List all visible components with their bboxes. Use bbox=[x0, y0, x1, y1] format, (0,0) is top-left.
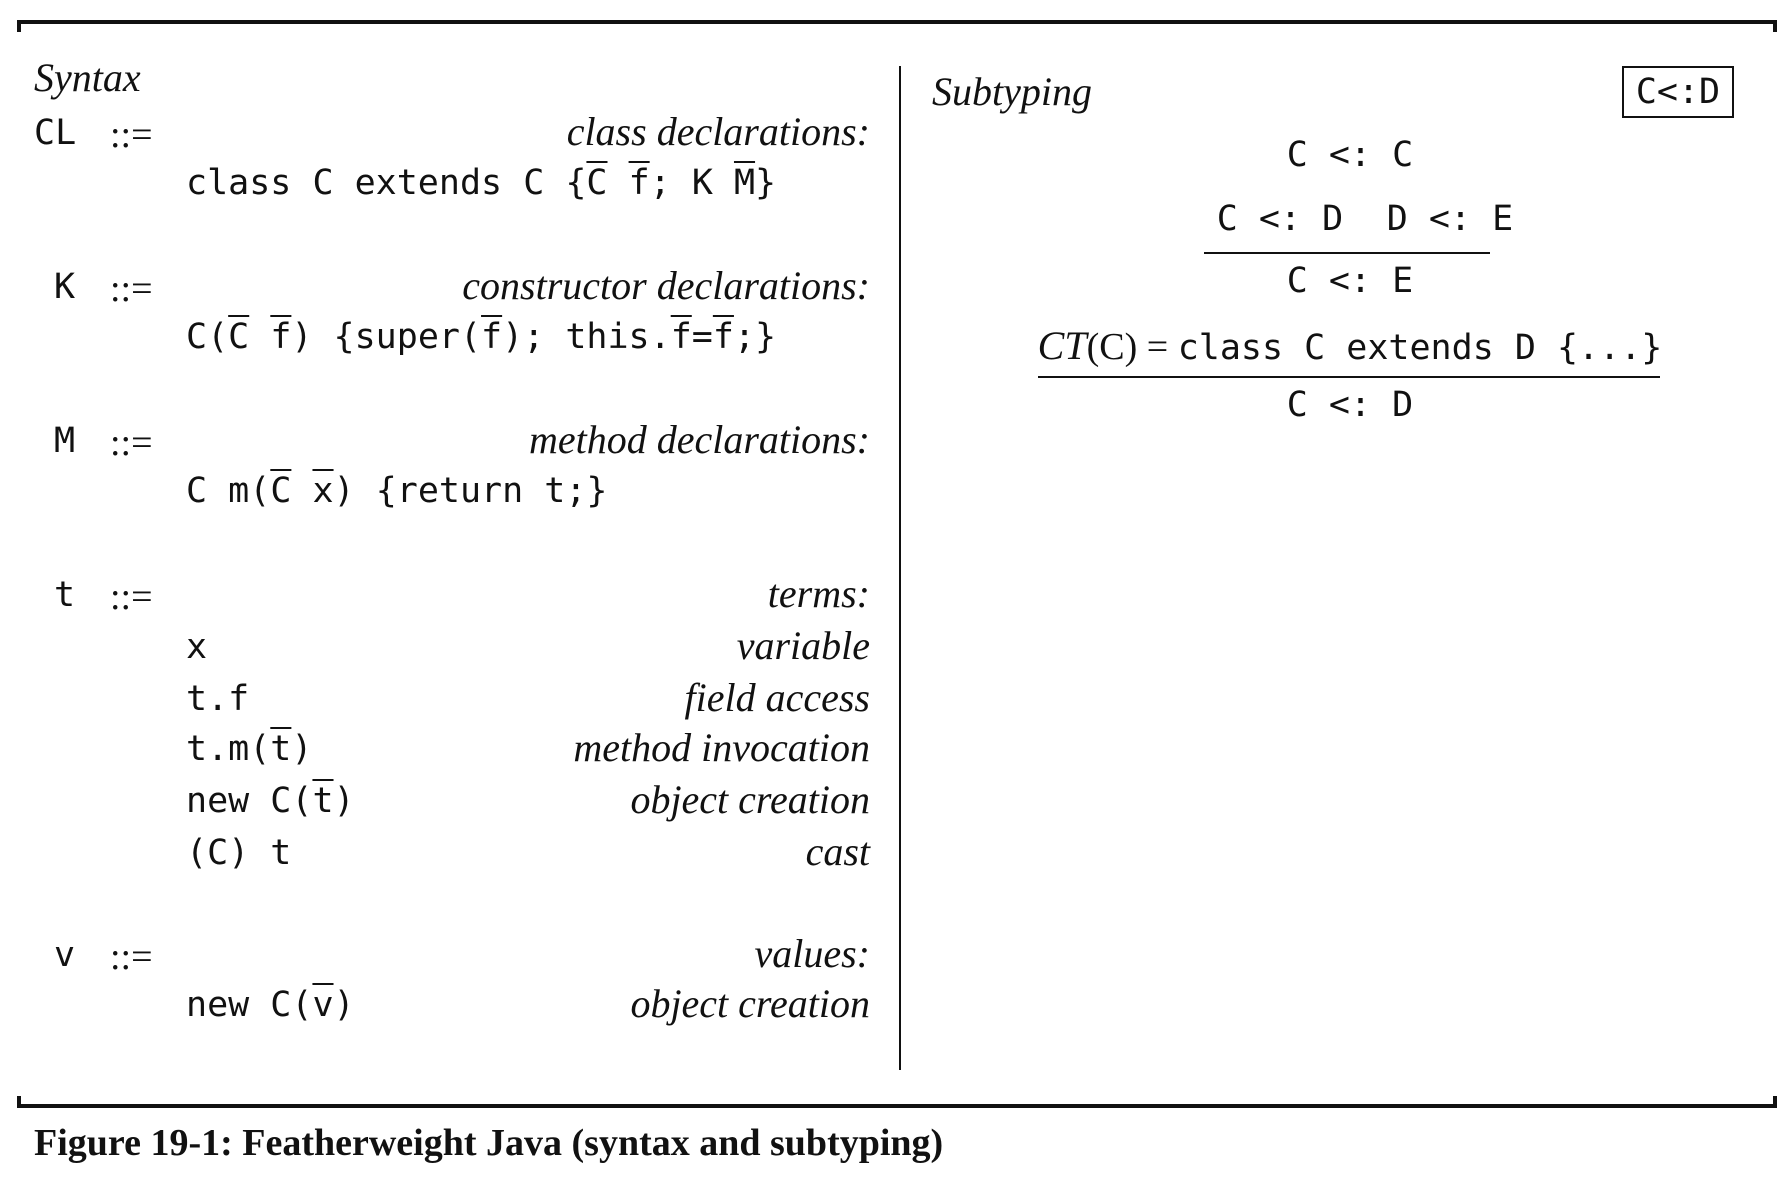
production-op: ::= bbox=[110, 268, 153, 310]
production-op: ::= bbox=[110, 936, 153, 978]
column-divider bbox=[899, 66, 901, 1070]
description-class-declarations: class declarations: bbox=[566, 109, 870, 154]
term-field-access: t.f bbox=[186, 679, 250, 719]
value-object-creation: new C(v) bbox=[186, 985, 355, 1025]
term-method-invocation: t.m(t) bbox=[186, 729, 313, 769]
nonterminal-m: M bbox=[54, 421, 76, 461]
rhs-method-declaration: C m(C x) {return t;} bbox=[186, 471, 608, 511]
judgment-box: C<:D bbox=[1622, 66, 1734, 118]
rhs-constructor-declaration: C(C f) {super(f); this.f=f;} bbox=[186, 317, 777, 357]
term-object-creation: new C(t) bbox=[186, 781, 355, 821]
rule-reflexivity-conclusion: C <: C bbox=[1286, 135, 1414, 175]
production-op: ::= bbox=[110, 576, 153, 618]
rule-transitivity-inference-line bbox=[1204, 252, 1490, 254]
label-variable: variable bbox=[736, 623, 870, 668]
rule-classtable-conclusion: C <: D bbox=[1286, 385, 1414, 425]
figure-frame-top bbox=[17, 20, 1777, 32]
nonterminal-k: K bbox=[54, 267, 76, 307]
label-field-access: field access bbox=[684, 675, 871, 720]
subtyping-title: Subtyping bbox=[932, 69, 1092, 114]
description-terms: terms: bbox=[767, 571, 870, 616]
production-op: ::= bbox=[110, 114, 153, 156]
rule-classtable-inference-line bbox=[1038, 376, 1660, 378]
description-method-declarations: method declarations: bbox=[528, 417, 870, 462]
figure-frame-bottom bbox=[17, 1096, 1777, 1108]
description-constructor-declarations: constructor declarations: bbox=[462, 263, 870, 308]
description-values: values: bbox=[754, 931, 870, 976]
nonterminal-cl: CL bbox=[34, 113, 77, 153]
rule-classtable-premise: CT(C) = class C extends D {...} bbox=[1037, 323, 1663, 368]
rule-transitivity-conclusion: C <: E bbox=[1286, 261, 1414, 301]
term-variable: x bbox=[186, 627, 208, 667]
label-object-creation: object creation bbox=[630, 777, 870, 822]
nonterminal-t: t bbox=[54, 575, 76, 615]
term-cast: (C) t bbox=[186, 833, 292, 873]
rule-transitivity-premise-1: C <: D bbox=[1216, 199, 1344, 239]
label-cast: cast bbox=[805, 829, 870, 874]
syntax-title: Syntax bbox=[34, 55, 141, 100]
production-op: ::= bbox=[110, 422, 153, 464]
figure-caption: Figure 19-1: Featherweight Java (syntax … bbox=[34, 1122, 944, 1164]
label-value-object-creation: object creation bbox=[630, 981, 870, 1026]
rule-transitivity-premise-2: D <: E bbox=[1386, 199, 1514, 239]
label-method-invocation: method invocation bbox=[573, 725, 870, 770]
judgment-form: C<:D bbox=[1635, 72, 1721, 112]
rhs-class-declaration: class C extends C {C f; K M} bbox=[186, 163, 777, 203]
nonterminal-v: v bbox=[54, 935, 76, 975]
